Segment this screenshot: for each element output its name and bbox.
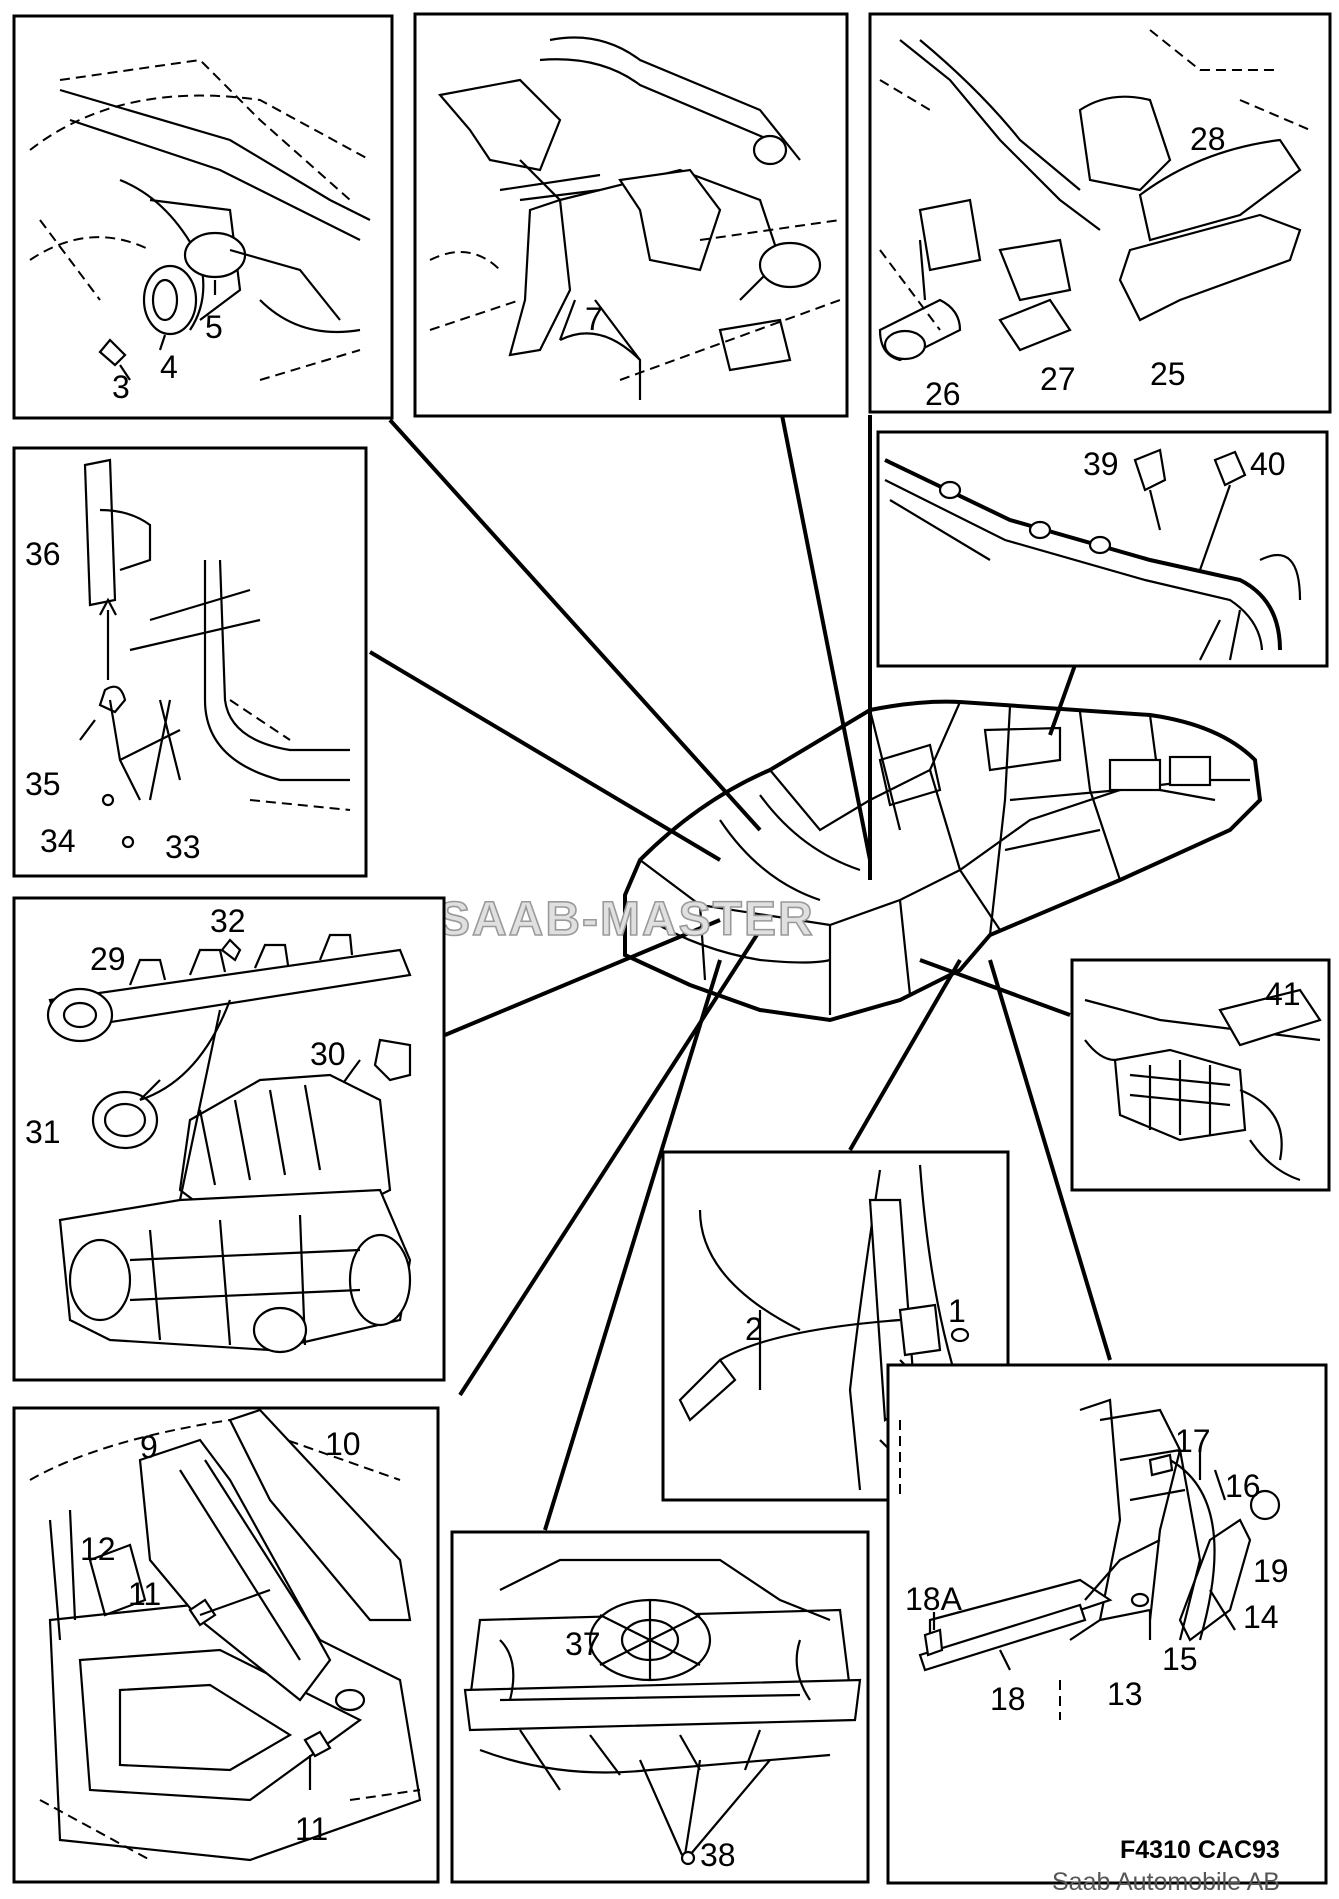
- callout-41: 41: [1265, 976, 1301, 1012]
- callout-37: 37: [565, 1626, 601, 1662]
- callout-3: 3: [112, 369, 130, 405]
- panel-top-mid: 7: [413, 12, 849, 418]
- watermark: SAAB-MASTER: [438, 893, 815, 946]
- callout-31: 31: [25, 1114, 61, 1150]
- callout-26: 26: [925, 376, 961, 412]
- panel-engine: 29 32 30 31: [12, 896, 446, 1382]
- callout-38: 38: [700, 1837, 736, 1873]
- callout-19: 19: [1253, 1553, 1289, 1589]
- callout-25: 25: [1150, 356, 1186, 392]
- callout-34: 34: [40, 823, 76, 859]
- callout-17: 17: [1175, 1423, 1211, 1459]
- callout-39: 39: [1083, 446, 1119, 482]
- callout-9: 9: [140, 1429, 158, 1465]
- callout-28: 28: [1190, 121, 1226, 157]
- callout-12: 12: [80, 1531, 116, 1567]
- callout-11-lower: 11: [295, 1811, 328, 1847]
- car-body-shell: [623, 699, 1263, 1023]
- reference-code: F4310 CAC93: [1120, 1836, 1280, 1864]
- callout-18: 18: [990, 1681, 1026, 1717]
- callout-10: 10: [325, 1426, 361, 1462]
- callout-29: 29: [90, 941, 126, 977]
- callout-32: 32: [210, 903, 246, 939]
- panel-pillar-left: 36 35 34 33: [12, 446, 368, 878]
- callout-36: 36: [25, 536, 61, 572]
- copyright-credit: Saab Automobile AB: [1052, 1868, 1280, 1896]
- callout-15: 15: [1162, 1641, 1198, 1677]
- callout-2: 2: [745, 1311, 763, 1347]
- callout-33: 33: [165, 829, 201, 865]
- callout-4: 4: [160, 349, 178, 385]
- callout-16: 16: [1225, 1468, 1261, 1504]
- panel-top-left: 3 4 5: [12, 14, 394, 420]
- leader-lines: [368, 404, 1112, 1531]
- panel-sill: 17 16 19 18A 14 15 13 18: [886, 1363, 1328, 1885]
- callout-30: 30: [310, 1036, 346, 1072]
- callout-11-upper: 11: [128, 1576, 161, 1612]
- callout-27: 27: [1040, 361, 1076, 397]
- callout-14: 14: [1243, 1599, 1279, 1635]
- panel-top-right: 28 26 27 25: [868, 12, 1332, 414]
- panel-floor-left: 9 10 12 11 11: [12, 1406, 440, 1884]
- panel-roof: 39 40: [876, 430, 1329, 668]
- callout-7: 7: [585, 301, 603, 337]
- callout-35: 35: [25, 766, 61, 802]
- callout-5: 5: [205, 309, 223, 345]
- callout-1: 1: [948, 1293, 966, 1329]
- callout-18a: 18A: [905, 1581, 963, 1617]
- panel-trunk-right: 41: [1070, 958, 1331, 1192]
- callout-40: 40: [1250, 446, 1286, 482]
- callout-13: 13: [1107, 1676, 1143, 1712]
- panel-front-bottom: 37 38: [450, 1530, 870, 1884]
